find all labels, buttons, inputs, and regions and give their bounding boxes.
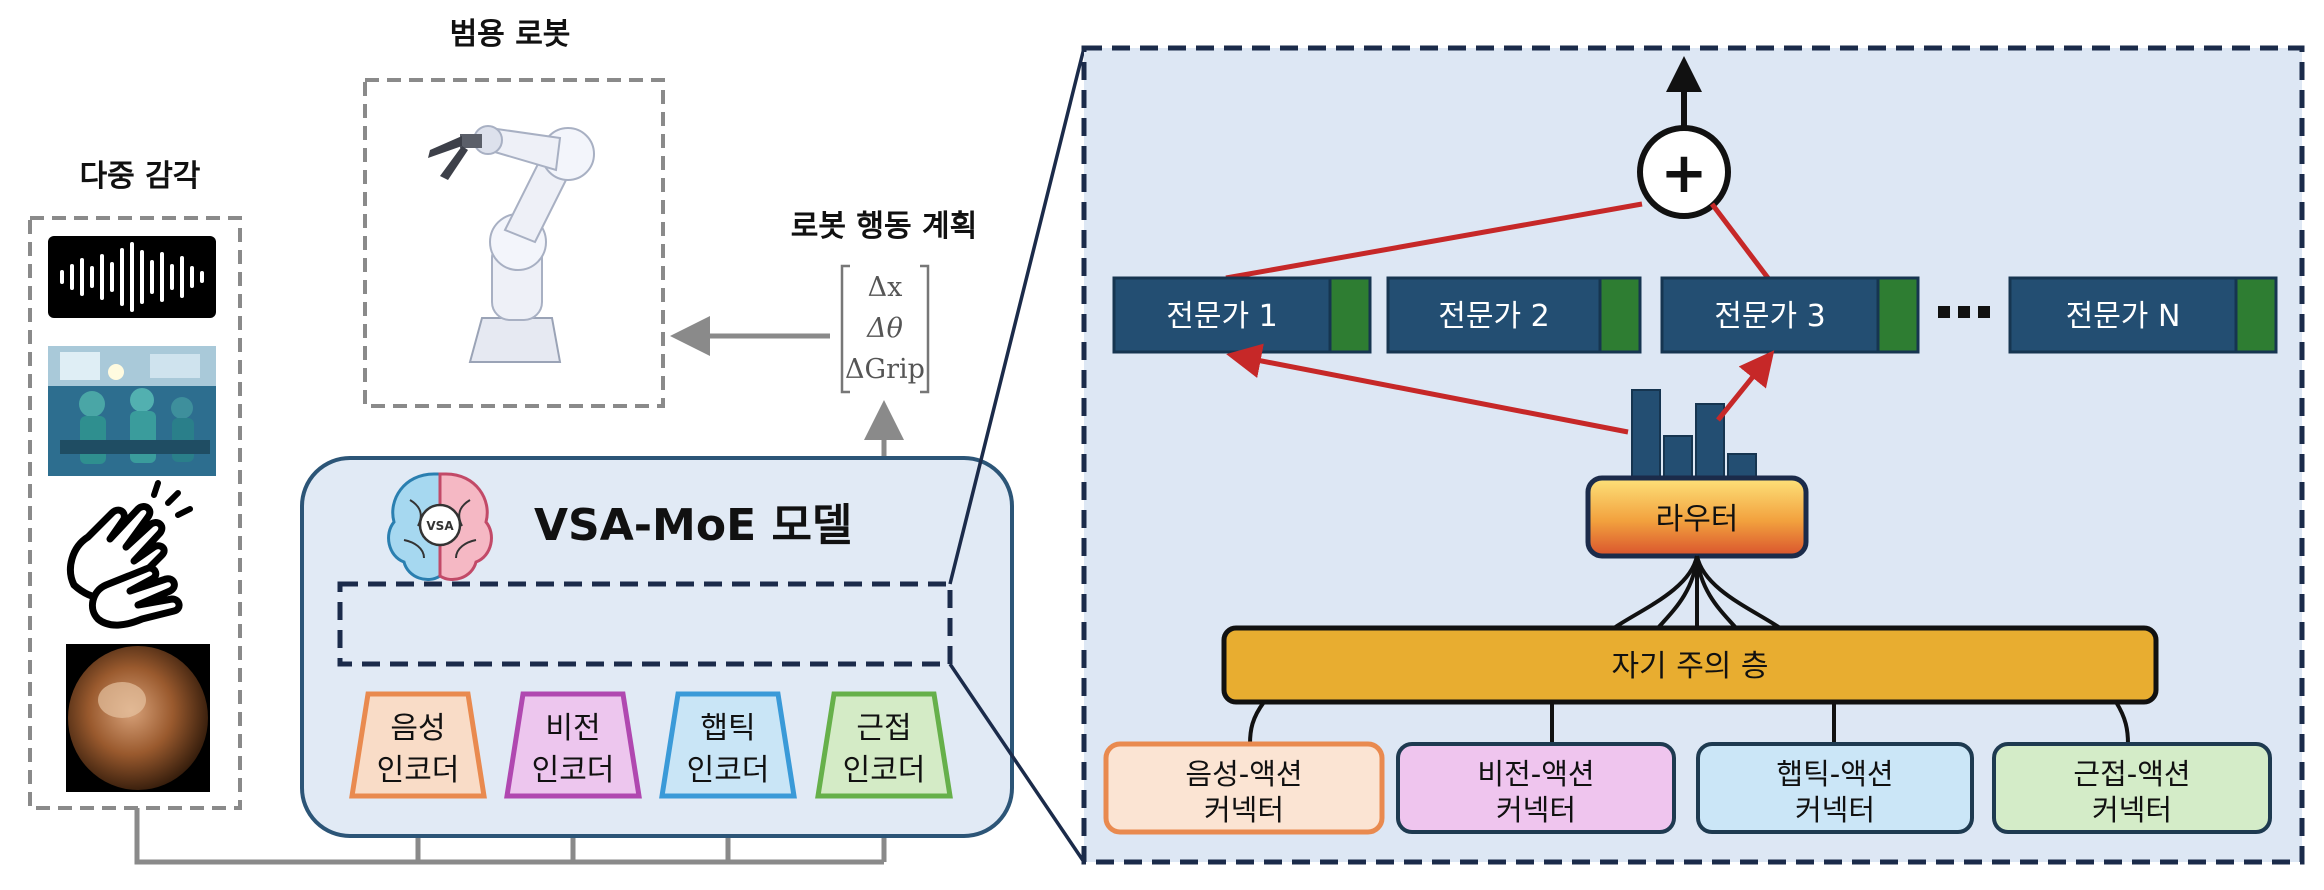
sum-symbol: + bbox=[1661, 141, 1708, 206]
connector-proximity-line1: 근접-액션 bbox=[2073, 757, 2190, 791]
action-dgrip: ΔGrip bbox=[845, 354, 925, 385]
expert-n-block bbox=[2008, 276, 2238, 354]
self-attention-layer bbox=[1221, 625, 2159, 705]
expert-2-label: 전문가 2 bbox=[1438, 299, 1549, 334]
encoder-vision-line2: 인코더 bbox=[532, 753, 615, 788]
encoder-vision-shape bbox=[504, 691, 642, 799]
encoder-haptic-line2: 인코더 bbox=[687, 753, 770, 788]
connector-vision-line2: 커넥터 bbox=[1496, 793, 1576, 827]
router-label: 라우터 bbox=[1656, 502, 1739, 537]
action-dtheta: Δθ bbox=[866, 313, 903, 344]
combine-lines bbox=[1225, 201, 1770, 281]
encoder-speech-line2: 인코더 bbox=[377, 753, 460, 788]
encoder-haptic-line1: 햅틱 bbox=[700, 711, 755, 746]
expert-blocks bbox=[1112, 276, 2278, 354]
ellipsis-dots bbox=[1938, 306, 1990, 318]
zoom-lines bbox=[948, 47, 1086, 863]
encoder-haptic-shape bbox=[659, 691, 797, 799]
general-robot-label: 범용 로봇 bbox=[450, 17, 571, 52]
action-vector-bracket bbox=[840, 264, 930, 394]
model-latent-box bbox=[337, 581, 953, 667]
brain-logo-icon bbox=[387, 472, 493, 581]
connector-haptic-line2: 커넥터 bbox=[1795, 793, 1875, 827]
connector-speech bbox=[1103, 741, 1385, 835]
expert-n-gate bbox=[2234, 276, 2278, 354]
encoder-vision-line1: 비전 bbox=[545, 711, 600, 746]
robot-box bbox=[363, 78, 665, 408]
expert-1-gate bbox=[1328, 276, 1372, 354]
haptic-hands-icon bbox=[67, 480, 193, 629]
connector-vision-line1: 비전-액션 bbox=[1477, 757, 1594, 791]
expert-1-label: 전문가 1 bbox=[1166, 299, 1277, 334]
audio-waveform-icon bbox=[48, 236, 216, 318]
brain-logo-text: VSA bbox=[426, 519, 454, 533]
connector-proximity bbox=[1992, 742, 2272, 834]
encoder-proximity-line1: 근접 bbox=[856, 711, 911, 746]
encoders bbox=[349, 691, 953, 799]
connector-haptic-line1: 햅틱-액션 bbox=[1776, 757, 1893, 791]
action-dx: Δx bbox=[868, 272, 903, 303]
expert-1-block bbox=[1112, 276, 1332, 354]
connector-haptic bbox=[1696, 742, 1974, 834]
sum-node bbox=[1637, 125, 1731, 219]
connector-speech-line1: 음성-액션 bbox=[1185, 757, 1302, 791]
connector-curves bbox=[1248, 700, 2130, 745]
connector-speech-line2: 커넥터 bbox=[1204, 793, 1284, 827]
expert-3-label: 전문가 3 bbox=[1714, 299, 1825, 334]
robot-arm-icon bbox=[428, 125, 595, 363]
robot-action-plan-label: 로봇 행동 계획 bbox=[791, 209, 978, 244]
encoder-speech-line1: 음성 bbox=[390, 711, 445, 746]
expert-3-gate bbox=[1876, 276, 1920, 354]
connector-vision bbox=[1396, 742, 1676, 834]
model-title: VSA-MoE 모델 bbox=[534, 500, 852, 551]
encoder-speech-shape bbox=[349, 691, 487, 799]
self-attention-label: 자기 주의 층 bbox=[1611, 649, 1768, 684]
expert-2-gate bbox=[1598, 276, 1642, 354]
expert-2-block bbox=[1386, 276, 1602, 354]
expert-n-label: 전문가 N bbox=[2066, 299, 2181, 334]
router-fan-lines bbox=[1612, 555, 1782, 630]
routing-arrows bbox=[1226, 343, 1775, 435]
connector-proximity-line2: 커넥터 bbox=[2092, 793, 2172, 827]
multisensory-label: 다중 감각 bbox=[80, 159, 201, 194]
operating-room-image bbox=[48, 346, 216, 476]
encoder-proximity-shape bbox=[815, 691, 953, 799]
endoscopy-image bbox=[66, 644, 210, 792]
encoder-proximity-line2: 인코더 bbox=[843, 753, 926, 788]
